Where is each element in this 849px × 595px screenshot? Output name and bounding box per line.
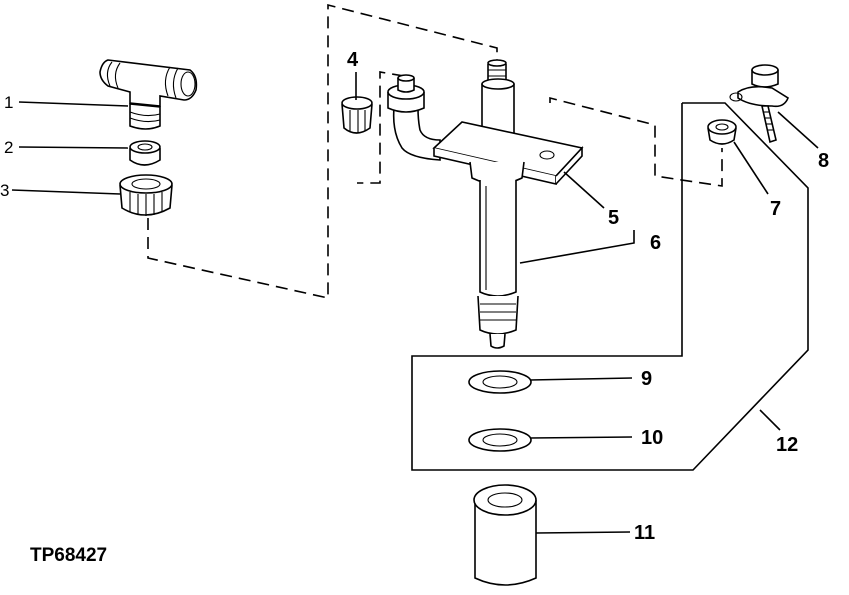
cap-screw-part bbox=[729, 64, 789, 144]
figure-id: TP68427 bbox=[30, 545, 107, 566]
callout-5: 5 bbox=[608, 207, 619, 229]
callout-11: 11 bbox=[634, 522, 655, 544]
sleeve-part bbox=[129, 140, 161, 166]
callout-2: 2 bbox=[4, 138, 13, 157]
cap-part bbox=[341, 96, 373, 134]
callout-6: 6 bbox=[650, 232, 661, 254]
callout-1: 1 bbox=[4, 93, 13, 112]
callout-7: 7 bbox=[770, 198, 781, 220]
callout-12: 12 bbox=[776, 434, 798, 456]
seal-washer-lower-part bbox=[468, 428, 532, 452]
seal-washer-upper-part bbox=[468, 370, 532, 394]
nozzle-sleeve-part bbox=[473, 484, 537, 586]
callout-9: 9 bbox=[641, 368, 652, 390]
callout-8: 8 bbox=[818, 150, 829, 172]
washer-small-part bbox=[707, 119, 737, 145]
tee-fitting-part bbox=[99, 59, 198, 130]
assembly-guide-lines bbox=[147, 3, 723, 299]
injection-nozzle-part bbox=[387, 59, 584, 349]
callout-labels: 1 2 3 4 5 6 7 8 9 10 11 12 bbox=[0, 49, 829, 544]
callout-3: 3 bbox=[0, 181, 9, 200]
callout-4: 4 bbox=[347, 49, 359, 71]
kit-outline bbox=[411, 102, 809, 471]
nut-part bbox=[119, 174, 173, 216]
callout-10: 10 bbox=[641, 427, 663, 449]
leader-lines bbox=[11, 72, 819, 534]
